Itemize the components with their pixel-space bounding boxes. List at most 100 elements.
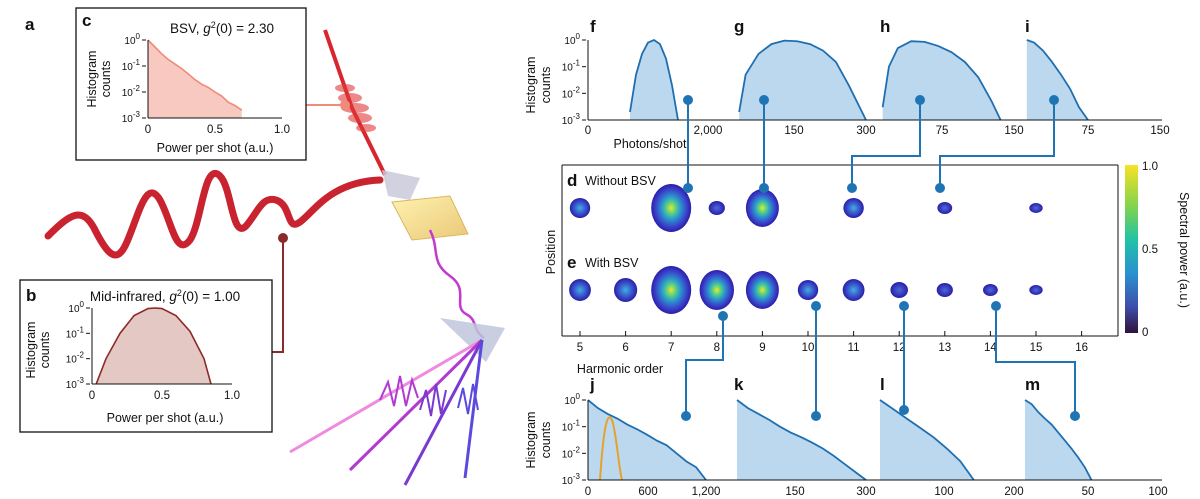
order-tick-12: 12: [893, 342, 906, 354]
order-tick-6: 6: [622, 342, 628, 354]
bottom-ytick-3: 10-3: [562, 472, 581, 487]
order-tick-16: 16: [1075, 342, 1088, 354]
bottom-ylabel-1: Histogram: [524, 412, 538, 469]
panel-label-d: d: [567, 171, 577, 190]
d-label: Without BSV: [585, 174, 657, 188]
inset-c-area: [148, 40, 242, 118]
i-curve: [1026, 39, 1089, 121]
colorbar-tick-2: 1.0: [1142, 161, 1158, 173]
m-area: [1025, 400, 1092, 480]
schematic: a: [25, 15, 505, 486]
inset-b-area: [96, 308, 211, 384]
mid-infrared-beam: [44, 169, 384, 259]
inset-c-curve: [147, 39, 243, 111]
map-connector-dots: [681, 95, 1080, 421]
e-spot-order-12: [890, 282, 908, 298]
top-ytick-1: 10-1: [562, 59, 581, 74]
m-curve: [1024, 399, 1093, 481]
h-curve: [881, 40, 1002, 121]
output-pulse-1: [379, 375, 419, 407]
colorbar: [1125, 165, 1138, 333]
f-curve: [629, 38, 679, 121]
j-xtick-2: 1,200: [692, 486, 721, 498]
panel-label-k: k: [734, 375, 744, 394]
inset-b-curve: [95, 307, 212, 385]
j-area: [588, 400, 706, 480]
order-tick-9: 9: [759, 342, 765, 354]
e-label: With BSV: [585, 256, 639, 270]
i-xtick-1: 150: [1150, 125, 1169, 137]
e-spots: [569, 266, 1043, 314]
j-curve: [587, 399, 707, 481]
k-xtick-0: 150: [785, 486, 804, 498]
order-tick-10: 10: [802, 342, 815, 354]
colorbar-tick-0: 0: [1142, 327, 1148, 339]
top-xlabel: Photons/shot: [614, 137, 687, 151]
panel-label-c: c: [82, 11, 91, 30]
map-connectors: [685, 100, 1076, 416]
g-area: [739, 40, 866, 120]
h-plot: [881, 40, 1002, 121]
panel-label-e: e: [567, 253, 576, 272]
bottom-ytick-2: 10-2: [562, 445, 581, 460]
e-spot-order-13: [936, 283, 953, 297]
g-plot: [738, 39, 867, 121]
order-tick-15: 15: [1030, 342, 1043, 354]
d-spot-order-5: [569, 198, 591, 218]
map-xlabel: Harmonic order: [577, 362, 663, 376]
output-beam-4: [463, 339, 484, 479]
top-ylabel-2: counts: [539, 67, 553, 104]
order-tick-7: 7: [668, 342, 674, 354]
e-spot-order-10: [797, 280, 819, 300]
l-curve: [879, 399, 975, 481]
m-xtick-0: 50: [1082, 486, 1095, 498]
e-spot-order-14: [983, 284, 998, 296]
j-xtick-1: 600: [638, 486, 657, 498]
colorbar-label: Spectral power (a.u.): [1177, 192, 1191, 308]
l-area: [880, 400, 974, 480]
inset-b-xtick-1: 0.5: [154, 390, 170, 402]
l-xtick-1: 200: [1004, 486, 1023, 498]
g-xtick-1: 300: [856, 125, 875, 137]
order-tick-13: 13: [938, 342, 951, 354]
top-ytick-3: 10-3: [562, 112, 581, 127]
g-curve: [738, 39, 867, 121]
e-spot-order-5: [569, 279, 591, 301]
d-spots: [569, 184, 1043, 232]
inset-b-xlabel: Power per shot (a.u.): [107, 411, 224, 425]
inset-b-ylabel-1: Histogram: [24, 322, 38, 379]
dispersing-prism: [440, 318, 505, 362]
combiner-prism: [382, 170, 420, 200]
f-xtick-0: 0: [585, 125, 591, 137]
l-plot: [879, 399, 975, 481]
bottom-ylabel-2: counts: [539, 422, 553, 459]
j-plot: [587, 399, 707, 481]
h-xtick-1: 150: [1004, 125, 1023, 137]
d-spot-order-13: [937, 202, 953, 214]
top-ytick-0: 100: [564, 32, 580, 47]
d-spot-order-7: [651, 184, 692, 232]
panel-label-g: g: [734, 17, 744, 36]
inset-b-xtick-0: 0: [89, 390, 95, 402]
panel-label-b: b: [26, 286, 36, 305]
e-spot-order-6: [614, 278, 638, 302]
k-curve: [736, 399, 867, 481]
d-spot-order-15: [1029, 203, 1043, 213]
e-spot-order-8: [699, 270, 734, 310]
order-tick-5: 5: [577, 342, 583, 354]
inset-b-ylabel-2: counts: [38, 332, 52, 369]
panel-label-f: f: [590, 17, 596, 36]
m-xtick-1: 100: [1148, 486, 1167, 498]
connector-c-dot-right: [340, 100, 350, 110]
e-spot-order-15: [1029, 285, 1043, 295]
d-spot-order-11: [843, 198, 864, 218]
panel-label-j: j: [589, 375, 595, 394]
d-spot-order-9: [745, 189, 779, 227]
inset-c-title: BSV, g2(0) = 2.30: [170, 20, 274, 36]
